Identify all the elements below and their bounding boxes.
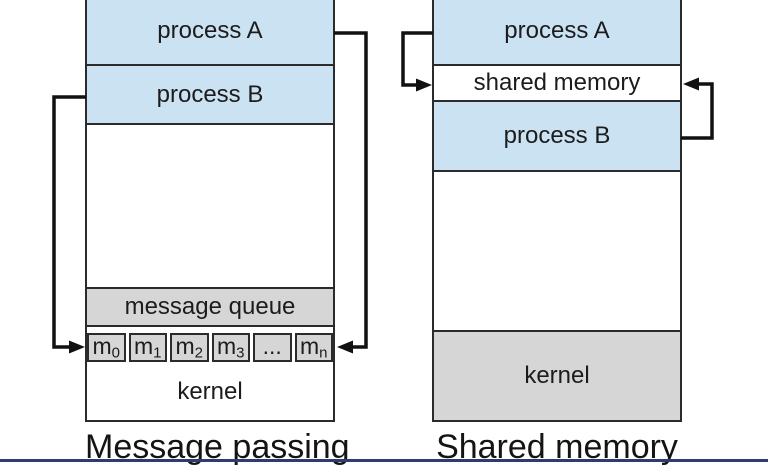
queue-cell-mn-label: mn [299,332,328,362]
queue-cell-m3: m3 [211,332,250,363]
message-queue-cells-row: m0 m1 m2 m3 ... mn [87,329,333,366]
queue-cell-mn: mn [294,332,333,363]
arrow-processB-to-shared-memory [681,77,714,140]
queue-cell-m0: m0 [87,332,126,363]
bottom-rule [0,459,768,462]
shared-memory-caption: Shared memory [436,428,678,466]
queue-cell-m0-label: m0 [92,332,120,362]
sm-process-a-box: process A [434,0,680,66]
sm-kernel-box: kernel [434,330,680,420]
mp-process-b-box: process B [87,66,333,125]
arrow-processA-to-queue [334,31,368,354]
queue-cell-ellipsis-label: ... [262,332,282,359]
mp-kernel-area: kernel [87,366,333,418]
queue-cell-m2: m2 [170,332,209,363]
sm-process-a-label: process A [504,17,610,44]
arrow-processB-to-queue [52,95,86,354]
message-queue-label: message queue [124,293,296,320]
shared-memory-box: shared memory [434,66,680,102]
shared-memory-label: shared memory [473,69,641,96]
queue-cell-m2-label: m2 [175,332,203,362]
mp-kernel-label: kernel [177,378,243,405]
shared-memory-diagram: process A shared memory process B kernel [432,0,682,422]
queue-cell-m1: m1 [128,332,167,363]
queue-cell-m3-label: m3 [216,332,245,362]
queue-cell-ellipsis: ... [253,332,292,363]
queue-cell-m1-label: m1 [133,332,162,362]
sm-process-b-box: process B [434,102,680,172]
message-passing-caption: Message passing [85,428,350,466]
message-passing-diagram: process A process B message queue m0 m1 … [85,0,335,422]
sm-kernel-label: kernel [524,362,590,389]
sm-process-b-label: process B [503,122,611,149]
mp-process-b-label: process B [156,80,264,108]
mp-process-a-label: process A [157,17,263,44]
message-queue-box: message queue [87,287,333,327]
arrow-processA-to-shared-memory [401,31,433,92]
mp-process-a-box: process A [87,0,333,66]
